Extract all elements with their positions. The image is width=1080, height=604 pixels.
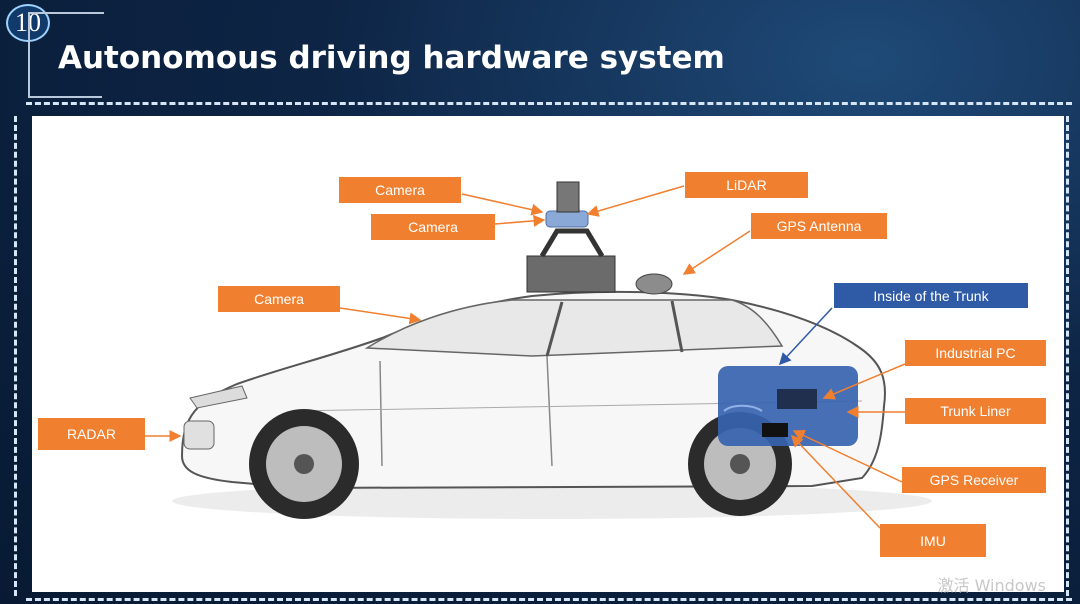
- right-dashed-border: [1066, 116, 1069, 596]
- trunk-inset: [718, 366, 858, 446]
- left-dashed-border: [14, 116, 17, 596]
- windows-activation-watermark: 激活 Windows: [937, 576, 1046, 595]
- label-lidar: LiDAR: [685, 172, 808, 198]
- slide-title: Autonomous driving hardware system: [58, 40, 725, 76]
- front-wheel: [249, 409, 359, 519]
- label-camera-windshield: Camera: [218, 286, 340, 312]
- top-dashed-border: [26, 102, 1072, 105]
- diagram-panel: Camera Camera LiDAR GPS Antenna Camera I…: [32, 116, 1064, 592]
- gps-antenna-dome: [635, 273, 673, 295]
- bottom-dashed-border: [26, 598, 1072, 601]
- label-gps-antenna: GPS Antenna: [751, 213, 887, 239]
- label-camera-top-1: Camera: [339, 177, 461, 203]
- label-industrial-pc: Industrial PC: [905, 340, 1046, 366]
- label-trunk-liner: Trunk Liner: [905, 398, 1046, 424]
- label-camera-top-2: Camera: [371, 214, 495, 240]
- label-radar: RADAR: [38, 418, 145, 450]
- car-diagram: [145, 181, 932, 529]
- car-windows: [364, 299, 784, 357]
- title-bracket-decoration: [28, 12, 104, 98]
- label-gps-receiver: GPS Receiver: [902, 467, 1046, 493]
- roof-sensor-rack: [526, 181, 616, 293]
- label-inside-trunk: Inside of the Trunk: [834, 283, 1028, 308]
- label-imu: IMU: [880, 524, 986, 557]
